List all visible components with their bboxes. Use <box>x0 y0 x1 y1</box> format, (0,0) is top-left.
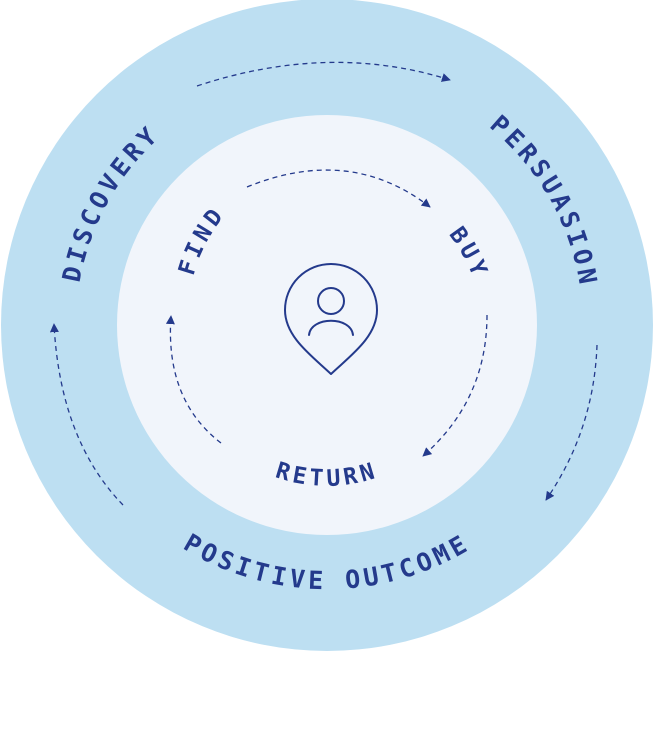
arrow-return-to-find <box>165 315 222 444</box>
inner-circle <box>117 115 537 535</box>
arrow-discovery-to-persuasion <box>196 61 451 87</box>
person-location-pin-icon <box>284 263 378 375</box>
arrow-positive-outcome-to-discovery <box>49 323 124 506</box>
arrow-buy-to-return <box>422 314 488 457</box>
arrow-persuasion-to-positive-outcome <box>545 344 598 501</box>
arrow-find-to-buy <box>246 169 431 208</box>
